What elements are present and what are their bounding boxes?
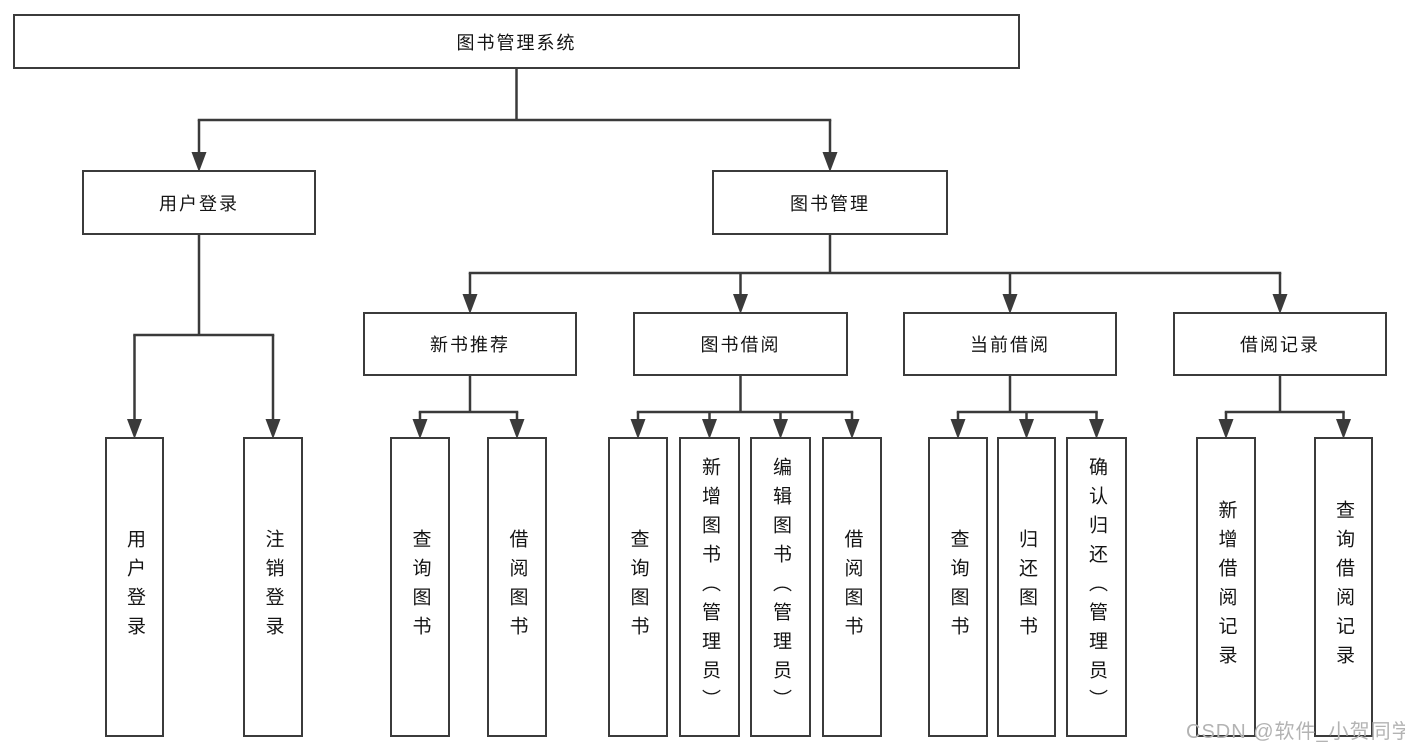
- node-return-books: 归还图书: [997, 437, 1056, 737]
- node-add-book-admin: 新增图书（管理员）: [679, 437, 740, 737]
- node-system: 图书管理系统: [13, 14, 1020, 69]
- node-query-books-current: 查询图书: [928, 437, 988, 737]
- node-edit-book-admin: 编辑图书（管理员）: [750, 437, 811, 737]
- node-book-management: 图书管理: [712, 170, 948, 235]
- node-borrow-books-recommend: 借阅图书: [487, 437, 547, 737]
- node-current-borrowing: 当前借阅: [903, 312, 1117, 376]
- node-borrowing-records: 借阅记录: [1173, 312, 1387, 376]
- node-borrow-books-borrowing: 借阅图书: [822, 437, 882, 737]
- node-confirm-return-admin: 确认归还（管理员）: [1066, 437, 1127, 737]
- node-logout-leaf: 注销登录: [243, 437, 303, 737]
- node-user-login: 用户登录: [82, 170, 316, 235]
- node-new-book-recommend: 新书推荐: [363, 312, 577, 376]
- node-add-borrow-record: 新增借阅记录: [1196, 437, 1256, 737]
- node-query-books-recommend: 查询图书: [390, 437, 450, 737]
- node-query-books-borrowing: 查询图书: [608, 437, 668, 737]
- node-book-borrowing: 图书借阅: [633, 312, 848, 376]
- watermark: CSDN @软件_小贺同学: [1186, 721, 1405, 743]
- node-query-borrow-record: 查询借阅记录: [1314, 437, 1373, 737]
- node-user-login-leaf: 用户登录: [105, 437, 164, 737]
